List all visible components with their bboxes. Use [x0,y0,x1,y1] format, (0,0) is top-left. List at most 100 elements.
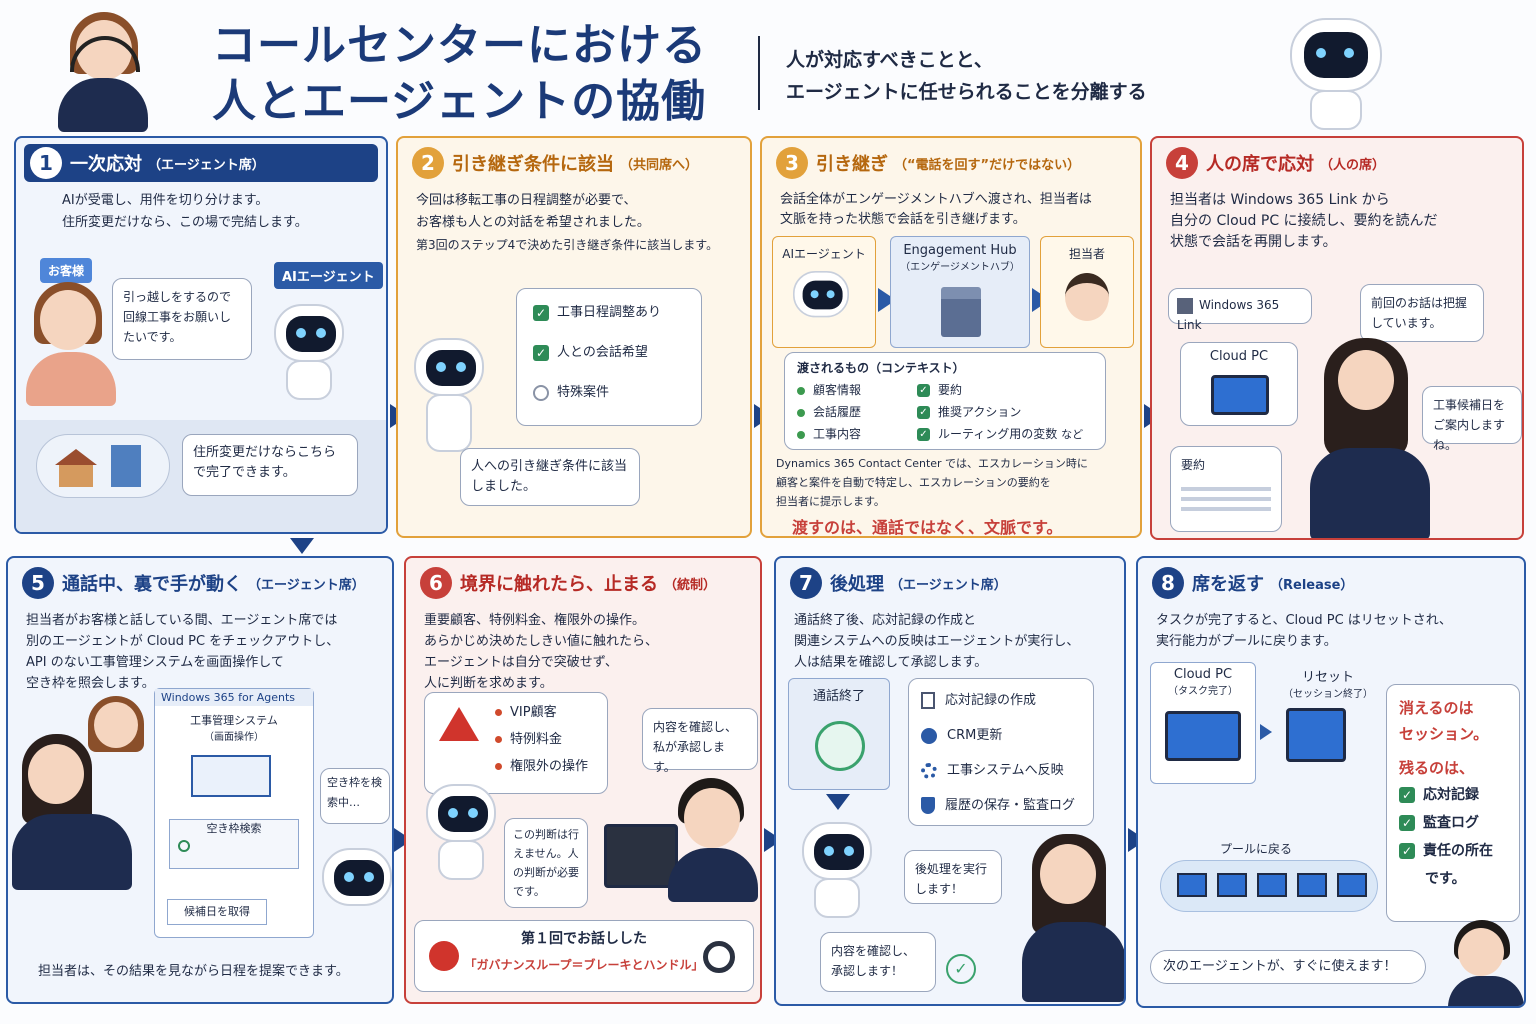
context-right: ✓要約 ✓推奨アクション ✓ルーティング用の変数 など [917,379,1083,446]
panel-subtitle: （エージェント席） [890,577,1007,593]
user-icon [921,727,937,744]
flow-arrow-icon [1260,724,1272,740]
monitor-reset-icon [1286,708,1346,762]
bullet-icon [495,736,502,743]
limits-box: VIP顧客 特例料金 権限外の操作 [424,692,608,794]
customer-avatar [88,696,148,776]
customer-speech-bubble: 引っ越しをするので回線工事をお願いしたいです。 [112,278,252,360]
desc-line: 空き枠を照会します。 [26,676,155,691]
handoff-checklist: ✓工事日程調整あり ✓人との会話希望 特殊案件 [516,288,702,426]
page-title: コールセンターにおける 人とエージェントの協働 [212,18,707,130]
call-end-box: 通話終了 [788,678,890,790]
operator-speech-bubble-1: 前回のお話は把握しています。 [1360,284,1484,342]
document-lines-icon [1181,487,1271,491]
circle-unchecked-icon [533,384,549,401]
remains-list: ✓応対記録 ✓監査ログ ✓責任の所在 です。 [1399,781,1507,893]
cloud-pc-label: Cloud PC [1209,349,1269,364]
w365-link-icon [1177,297,1193,314]
system-screen-icon [191,755,271,797]
panel-subtitle: （人の席） [1320,157,1386,173]
step-number: 4 [1166,147,1198,179]
flow-agent-box: AIエージェント [772,236,876,348]
desc-line: 会話全体がエンゲージメントハブへ渡され、担当者は [780,192,1092,207]
customer-tag: お客様 [40,258,93,283]
checkbox-checked-icon: ✓ [1399,787,1415,803]
phone-icon [815,721,865,771]
panel-description: 重要顧客、特例料金、権限外の操作。 あらかじめ決めたしきい値に触れたら、 エージ… [424,610,746,694]
search-panel: 空き枠検索 [169,819,299,869]
checkbox-checked-icon: ✓ [917,428,930,441]
panel-title: 一次応対 [70,154,142,175]
pool-label: プールに戻る [1220,842,1293,856]
cloud-pc-complete-box: Cloud PC （タスク完了） [1150,662,1256,784]
panel-7-header: 7 後処理 （エージェント席） [784,564,1116,602]
search-icon [178,840,190,852]
emphasis-text: 渡すのは、通話ではなく、文脈です。 [792,518,1063,537]
panel-step-6: 6 境界に触れたら、止まる （統制） 重要顧客、特例料金、権限外の操作。 あらか… [404,556,762,1004]
panel-title: 引き継ぎ [816,154,888,175]
agent-tag: AIエージェント [274,262,383,289]
panel-description: 今回は移転工事の日程調整が必要で、 お客様も人との対話を希望されました。 第3回… [416,190,736,256]
desk-monitor-icon [604,824,678,888]
human-speech-bubble: 内容を確認し、私が承認します。 [642,708,758,774]
check-circle-icon: ✓ [946,954,976,984]
panel-title: 通話中、裏で手が動く [62,574,242,595]
dynamics-note: Dynamics 365 Contact Center では、エスカレーション時… [776,457,1088,508]
panel-step-4: 4 人の席で応対 （人の席） 担当者は Windows 365 Link から … [1150,136,1524,540]
panel-footer: 担当者は、その結果を見ながら日程を提案できます。 [38,964,349,979]
subtitle-line-2: エージェントに任せられることを分離する [786,81,1147,103]
step-number: 8 [1152,567,1184,599]
desc-line: 関連システムへの反映はエージェントが実行し、 [794,634,1080,649]
panel-title: 人の席で応対 [1206,154,1314,175]
operator-speech-bubble-2: 工事候補日をご案内しますね。 [1422,386,1522,452]
checkbox-checked-icon: ✓ [1399,843,1415,859]
operator-illustration [12,734,142,904]
panel-1-header: 1 一次応対 （エージェント席） [24,144,378,182]
panel-title: 境界に触れたら、止まる [460,574,658,595]
context-columns: 顧客情報 会話履歴 工事内容 ✓要約 ✓推奨アクション ✓ルーティング用の変数 … [797,379,1093,446]
operator-illustration [1302,338,1432,538]
desc-line: 人に判断を求めます。 [424,676,553,691]
desc-line: 通話終了後、応対記録の作成と [794,613,977,628]
panel-description: 会話全体がエンゲージメントハブへ渡され、担当者は 文脈を持った状態で会話を引き継… [780,190,1126,230]
panel-subtitle: （共同席へ） [620,157,699,173]
desc-line: 第3回のステップ4で決めた引き継ぎ条件に該当します。 [416,238,719,252]
remains-box: 消えるのは セッション。 残るのは、 ✓応対記録 ✓監査ログ ✓責任の所在 です… [1386,684,1520,922]
cloud-pc-box: Cloud PC [1180,342,1298,426]
document-icon [921,692,935,709]
panel-subtitle: （Release） [1270,577,1354,593]
agent-speech-bubble: 住所変更だけならこちらで完了できます。 [182,434,358,496]
desc-line: API のない工事管理システムを画面操作して [26,655,284,670]
step-number: 5 [22,567,54,599]
panel-subtitle: （統制） [664,577,717,593]
flow-arrow-icon [826,794,850,810]
operator-avatar [1065,273,1109,321]
desc-line: お客様も人との対話を希望されました。 [416,215,650,230]
checklist-item: 特殊案件 [533,373,685,413]
panel-description: AIが受電し、用件を切り分けます。 住所変更だけなら、この場で完結します。 [62,190,372,234]
steering-wheel-icon [703,941,735,973]
panel-step-8: 8 席を返す （Release） タスクが完了すると、Cloud PC はリセッ… [1136,556,1526,1008]
bullet-icon [797,386,805,395]
panel-title: 引き継ぎ条件に該当 [452,154,614,175]
page-subtitle: 人が対応すべきことと、 エージェントに任せられることを分離する [786,44,1147,108]
panel-title: 席を返す [1192,574,1264,595]
panel-step-3: 3 引き継ぎ （“電話を回す”だけではない） 会話全体がエンゲージメントハブへ渡… [760,136,1142,538]
panel-description: 通話終了後、応対記録の作成と 関連システムへの反映はエージェントが実行し、 人は… [794,610,1110,673]
panel-subtitle: （エージェント席） [248,577,365,593]
flow-hub-box: Engagement Hub （エンゲージメントハブ） [890,236,1030,348]
context-left: 顧客情報 会話履歴 工事内容 [797,379,917,446]
step-number: 3 [776,147,808,179]
panel-subtitle: （“電話を回す”だけではない） [894,157,1081,173]
approver-illustration [668,778,760,918]
reset-box: リセット （セッション終了） [1276,666,1380,782]
checkbox-checked-icon: ✓ [1399,815,1415,831]
panel-description: 担当者は Windows 365 Link から 自分の Cloud PC に接… [1170,190,1508,253]
flow-hub-sublabel: （エンゲージメントハブ） [900,262,1020,273]
governance-footer: 第１回でお話しした 「ガバナンスループ＝ブレーキとハンドル」 [414,920,754,992]
desc-line: 別のエージェントが Cloud PC をチェックアウトし、 [26,634,340,649]
desc-line: 今回は移転工事の日程調整が必要で、 [416,193,637,208]
brake-icon [429,941,459,971]
header: コールセンターにおける 人とエージェントの協働 人が対応すべきことと、 エージェ… [0,0,1536,132]
bullet-icon [797,430,805,439]
